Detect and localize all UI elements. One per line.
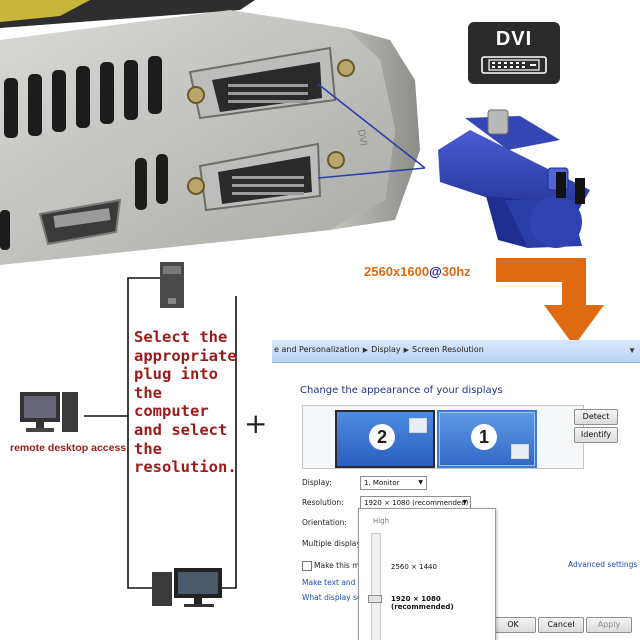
make-primary-checkbox[interactable] [302, 561, 312, 571]
max-resolution-value: 2560x1600 [364, 264, 430, 279]
svg-text:DVI: DVI [355, 129, 369, 147]
max-resolution-rate: 30hz [441, 264, 471, 279]
resolution-option[interactable]: 2560 × 1440 [391, 563, 437, 571]
make-primary-label: Make this my ma [314, 561, 379, 570]
resolution-dropdown-popup: High 2560 × 1440 1920 × 1080 (recommende… [358, 508, 496, 640]
resolution-value: 1920 × 1080 (recommended) [364, 499, 469, 507]
apply-button[interactable]: Apply [586, 617, 632, 633]
dvi-badge: DVI [468, 22, 560, 84]
multiple-displays-label: Multiple displays: [302, 539, 368, 548]
resolution-slider-track[interactable] [371, 533, 381, 640]
resolution-option-selected[interactable]: 1920 × 1080 (recommended) [391, 595, 454, 611]
resolution-label: Resolution: [302, 498, 344, 507]
chevron-right-icon: ▶ [362, 346, 369, 354]
cancel-button[interactable]: Cancel [538, 617, 584, 633]
chevron-down-icon: ▼ [418, 479, 423, 486]
screen-resolution-window: e and Personalization▶Display▶Screen Res… [272, 340, 640, 640]
instruction-line: computer [134, 402, 209, 421]
chevron-down-icon[interactable]: ▼ [628, 346, 636, 355]
breadcrumb-item[interactable]: e and Personalization [274, 345, 360, 354]
resolution-slider-thumb[interactable] [368, 595, 382, 603]
monitor-and-tower-icon [152, 568, 222, 607]
advanced-settings-link[interactable]: Advanced settings [568, 560, 638, 569]
slider-high-label: High [373, 517, 390, 525]
instruction-line: resolution. [134, 458, 237, 477]
instruction-line: Select the [134, 328, 228, 346]
monitor-number: 2 [369, 424, 395, 450]
address-bar[interactable]: e and Personalization▶Display▶Screen Res… [272, 340, 640, 363]
plus-sign: + [244, 407, 268, 440]
monitor-thumbnail-icon [511, 444, 529, 459]
display-settings-link[interactable]: What display setting [302, 593, 380, 602]
page-title: Change the appearance of your displays [300, 385, 503, 396]
max-resolution-label: 2560x1600@30hz [364, 264, 471, 279]
chevron-down-icon: ▼ [462, 499, 467, 506]
dvi-badge-label: DVI [495, 28, 533, 50]
instruction-line: and select [134, 420, 228, 439]
instruction-text: Select the appropriate plug into the com… [134, 328, 244, 477]
orange-arrow-icon [496, 258, 604, 346]
detect-button[interactable]: Detect [574, 409, 618, 425]
orientation-label: Orientation: [302, 518, 347, 527]
dvi-connector-icon [481, 56, 547, 74]
display-label: Display: [302, 478, 332, 487]
instruction-line: appropriate [134, 346, 237, 365]
breadcrumb: e and Personalization▶Display▶Screen Res… [274, 345, 484, 354]
monitor-2[interactable]: 2 [335, 410, 435, 468]
graphics-card-photo: DVI [0, 0, 590, 265]
chevron-right-icon: ▶ [403, 346, 409, 354]
instruction-line: plug into [134, 365, 218, 384]
monitor-1[interactable]: 1 [437, 410, 537, 468]
max-resolution-at: @ [429, 264, 442, 279]
monitor-number: 1 [471, 424, 497, 450]
ok-button[interactable]: OK [490, 617, 536, 633]
display-value: 1. Monitor [364, 479, 400, 487]
monitor-thumbnail-icon [409, 418, 427, 433]
identify-button[interactable]: Identify [574, 427, 618, 443]
monitor-arrangement: 2 1 [302, 405, 584, 469]
breadcrumb-item[interactable]: Display [371, 345, 401, 354]
instruction-line: the [134, 439, 162, 458]
text-size-link[interactable]: Make text and other [302, 578, 378, 587]
breadcrumb-item[interactable]: Screen Resolution [412, 345, 484, 354]
desktop-computer-icon [20, 392, 78, 432]
instruction-line: the [134, 383, 162, 402]
pc-tower-icon [160, 262, 184, 308]
remote-desktop-label: remote desktop access [10, 442, 127, 454]
display-select[interactable]: 1. Monitor ▼ [360, 476, 427, 490]
